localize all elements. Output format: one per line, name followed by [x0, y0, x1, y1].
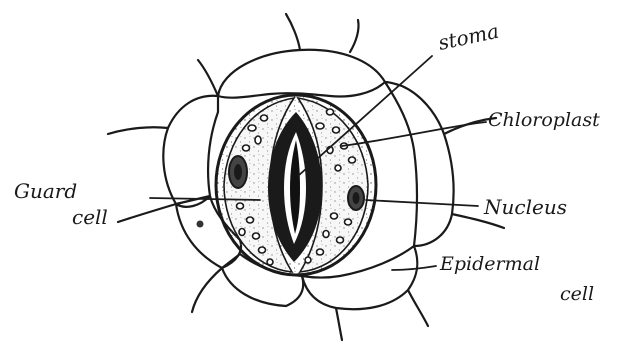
epidermal-cell-pointer-line [392, 266, 436, 270]
epidermal-cell-right [385, 82, 454, 246]
cell-wall-branch-bottom-right [408, 290, 428, 326]
nucleus-pointer-line [366, 200, 478, 206]
nucleus-right-inner [353, 192, 360, 204]
cell-wall-branch-left-mid [118, 204, 176, 222]
chloroplast [243, 145, 250, 151]
chloroplast [259, 247, 266, 253]
chloroplast [331, 213, 338, 219]
chloroplast [237, 203, 244, 209]
epidermal-cell-left-upper [163, 96, 218, 207]
chloroplast [247, 217, 254, 223]
epidermal-cell-top [218, 50, 385, 98]
cell-wall-branch-top-right [350, 20, 359, 52]
chloroplast [345, 219, 352, 225]
cell-wall-branch-top-left [198, 60, 218, 96]
cell-wall-branch-bottom [336, 308, 342, 340]
chloroplast [349, 157, 356, 163]
label-epidermal-cell-line1: Epidermal [439, 253, 540, 275]
chloroplast [248, 125, 256, 131]
label-nucleus: Nucleus [483, 195, 567, 219]
chloroplast [327, 109, 334, 115]
chloroplast [337, 237, 344, 243]
cell-wall-branch-left-top [108, 127, 168, 134]
chloroplast [305, 257, 311, 263]
chloroplast [267, 259, 273, 265]
chloroplast [253, 233, 260, 239]
chloroplast [335, 165, 341, 171]
label-guard-cell-line1: Guard [14, 179, 77, 203]
chloroplast [333, 127, 340, 133]
cell-wall-branch-top [286, 14, 300, 50]
label-chloroplast: Chloroplast [488, 109, 600, 131]
chloroplast [261, 115, 268, 121]
chloroplast [255, 136, 261, 144]
cell-wall-branch-left-low [192, 268, 222, 312]
epidermal-cell-dot [197, 221, 204, 228]
label-guard-cell-line2: cell [72, 205, 108, 229]
chloroplast [239, 229, 245, 236]
chloroplast [316, 123, 324, 129]
chloroplast [323, 231, 329, 238]
nucleus-left-inner [234, 164, 242, 180]
label-stoma: stoma [436, 19, 501, 55]
label-epidermal-cell-line2: cell [560, 283, 594, 305]
chloroplast [317, 249, 324, 255]
